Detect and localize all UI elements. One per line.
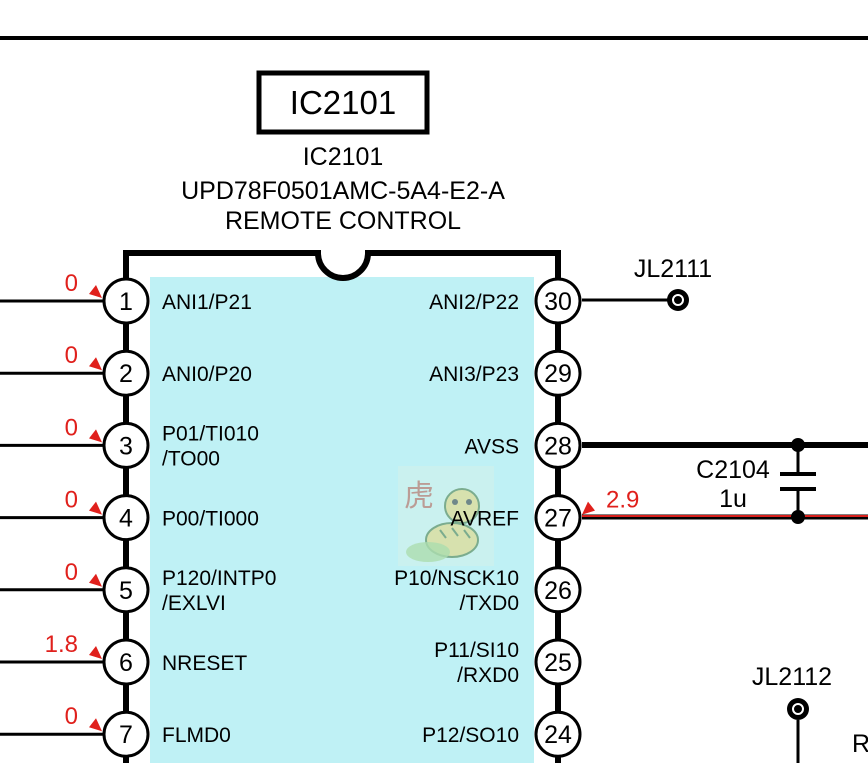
right-pin-number: 27: [544, 505, 572, 533]
left-pin-name-line: ANI1/P21: [162, 291, 252, 314]
left-pin-voltage: 0: [65, 703, 78, 730]
left-pin-circle: [102, 277, 150, 325]
right-pin-number: 29: [544, 360, 572, 388]
left-pin-voltage: 0: [65, 559, 78, 586]
edge-partial-label: R: [852, 730, 868, 758]
jl2111-test-point-ring: [672, 294, 684, 306]
right-pin-circle: [534, 421, 582, 469]
right-pin-circle: [534, 566, 582, 614]
left-pin-number: 6: [119, 649, 133, 677]
left-pin-circle: [102, 349, 150, 397]
left-pin-column: 1 ANI1/P21 0 2 ANI0/P20 0 3 P01/TI010/TO00 0 4 P00…: [0, 270, 276, 758]
right-pin-name-line: /TXD0: [459, 592, 519, 615]
right-pin-name-line: /RXD0: [457, 664, 519, 687]
left-pin-number: 3: [119, 432, 133, 460]
left-pin-voltage: 0: [65, 342, 78, 369]
right-pin[interactable]: 27 AVREF 2.9: [451, 487, 640, 542]
right-pin[interactable]: 24 P12/SO10: [422, 710, 582, 758]
left-pin-number: 5: [119, 577, 133, 605]
left-pin[interactable]: 2 ANI0/P20 0: [0, 342, 252, 397]
right-pin-circle: [534, 277, 582, 325]
left-pin-voltage-arrow: [89, 718, 102, 732]
left-pin-circle: [102, 494, 150, 542]
ic-box-label: IC2101: [290, 84, 396, 121]
right-pin-number: 24: [544, 721, 572, 749]
left-pin-name-line: FLMD0: [162, 724, 231, 747]
left-pin-number: 7: [119, 721, 133, 749]
left-pin-name-line: /TO00: [162, 447, 220, 470]
tiger-watermark-logo: 虎: [398, 466, 494, 566]
left-pin[interactable]: 1 ANI1/P21 0: [0, 270, 252, 325]
left-pin-voltage: 0: [65, 487, 78, 514]
jl2112-label: JL2112: [752, 663, 832, 691]
right-pin[interactable]: 29 ANI3/P23: [429, 349, 582, 397]
right-pin-voltage: 2.9: [606, 487, 639, 514]
right-pin[interactable]: 28 AVSS: [465, 421, 582, 469]
left-pin-circle: [102, 638, 150, 686]
jl2112-test-point[interactable]: [787, 698, 809, 720]
left-pin[interactable]: 7 FLMD0 0: [0, 703, 231, 758]
left-pin-name-line: ANI0/P20: [162, 363, 252, 386]
left-pin-circle: [102, 710, 150, 758]
right-pin-name-line: ANI3/P23: [429, 363, 519, 386]
right-pin-name-line: P11/SI10: [434, 639, 519, 662]
right-pin-voltage-arrow: [582, 501, 595, 515]
c2104-ref: C2104: [696, 456, 770, 484]
ic-function: REMOTE CONTROL: [225, 207, 461, 235]
right-pin-number: 25: [544, 649, 572, 677]
left-pin-voltage-arrow: [89, 357, 102, 371]
ic-label-box: [256, 70, 430, 135]
right-pin-name-line: P12/SO10: [422, 724, 519, 747]
right-pin[interactable]: 30 ANI2/P22: [429, 277, 582, 325]
svg-text:虎: 虎: [404, 479, 434, 514]
left-pin-voltage-arrow: [89, 501, 102, 515]
right-pin-circle: [534, 710, 582, 758]
right-pin[interactable]: 25 P11/SI10/RXD0: [434, 638, 582, 687]
right-pin-circle: [534, 638, 582, 686]
left-pin-voltage-arrow: [89, 429, 102, 443]
ic-part-number: UPD78F0501AMC-5A4-E2-A: [181, 177, 505, 205]
left-pin-name-line: P01/TI010: [162, 422, 259, 445]
right-pin-circle: [534, 494, 582, 542]
left-pin-number: 1: [119, 288, 133, 316]
right-pin-number: 28: [544, 432, 572, 460]
left-pin-voltage: 0: [65, 270, 78, 297]
left-pin[interactable]: 3 P01/TI010/TO00 0: [0, 414, 259, 470]
left-pin-number: 2: [119, 360, 133, 388]
left-pin-name-line: /EXLVI: [162, 592, 226, 615]
left-pin-name-line: P00/TI000: [162, 508, 259, 531]
left-pin-circle: [102, 421, 150, 469]
right-pin-number: 26: [544, 577, 572, 605]
right-pin[interactable]: 26 P10/NSCK10/TXD0: [394, 566, 582, 615]
right-pin-name-line: AVSS: [465, 435, 519, 458]
left-pin-name-line: NRESET: [162, 652, 247, 675]
left-pin-voltage: 0: [65, 414, 78, 441]
jl2111-test-point[interactable]: [667, 289, 689, 311]
left-pin-voltage: 1.8: [45, 631, 78, 658]
left-pin[interactable]: 5 P120/INTP0/EXLVI 0: [0, 559, 276, 615]
left-pin[interactable]: 4 P00/TI000 0: [0, 487, 259, 542]
left-pin-voltage-arrow: [89, 646, 102, 659]
left-pin-name-line: P120/INTP0: [162, 567, 276, 590]
jl2112-test-point-ring: [792, 703, 804, 715]
left-pin-number: 4: [119, 505, 133, 533]
ic-outline: [123, 250, 561, 763]
right-pin-name-line: ANI2/P22: [429, 291, 519, 314]
right-pin-name-line: AVREF: [451, 508, 519, 531]
ic-ref-text: IC2101: [303, 143, 384, 171]
right-pin-name-line: P10/NSCK10: [394, 567, 519, 590]
left-pin-voltage-arrow: [89, 573, 102, 587]
right-pin-circle: [534, 349, 582, 397]
right-pin-column: 30ANI2/P2229ANI3/P2328AVSS27AVREF2.926P1…: [394, 277, 640, 758]
left-pin-circle: [102, 566, 150, 614]
right-pin-number: 30: [544, 288, 572, 316]
left-pin-voltage-arrow: [89, 285, 102, 298]
jl2111-label: JL2111: [634, 255, 712, 283]
c2104-value: 1u: [719, 485, 747, 513]
left-pin[interactable]: 6 NRESET 1.8: [0, 631, 247, 686]
